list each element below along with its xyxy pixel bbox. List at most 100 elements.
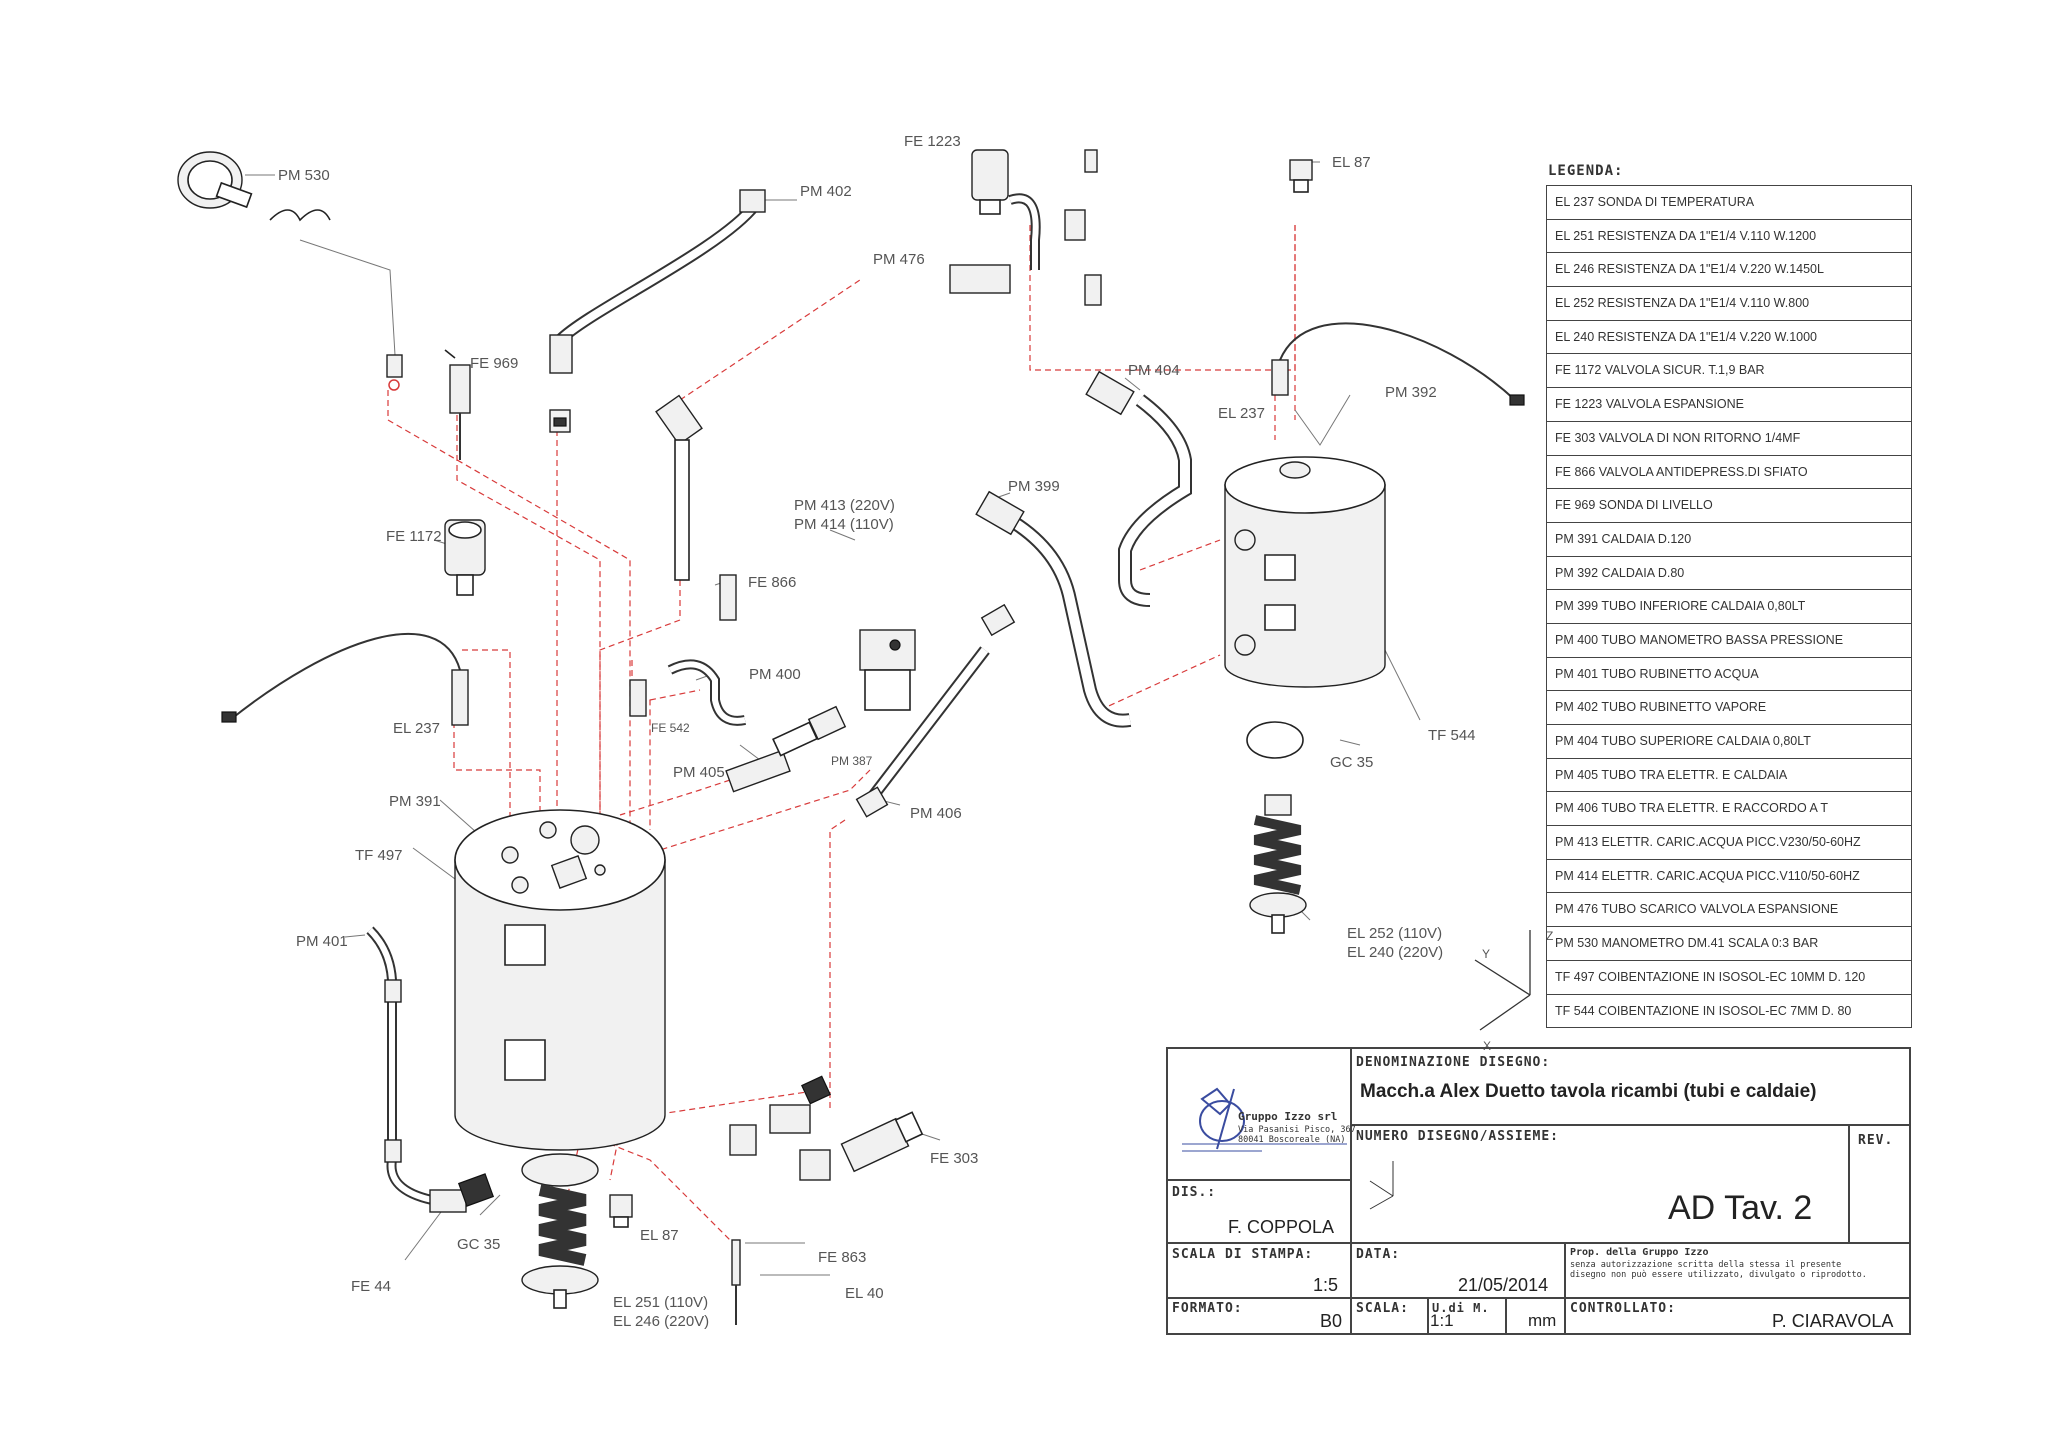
heater-el252: [1249, 794, 1307, 934]
formato: B0: [1320, 1311, 1343, 1331]
label-el87-top: EL 87: [1332, 154, 1371, 171]
rev-label: REV.: [1858, 1133, 1894, 1148]
prop-line-2: senza autorizzazione scritta della stess…: [1570, 1260, 1842, 1270]
scala-stampa-label: SCALA DI STAMPA:: [1172, 1247, 1314, 1262]
um: mm: [1528, 1311, 1557, 1330]
legend-item: EL 246 RESISTENZA DA 1"E1/4 V.220 W.1450…: [1547, 253, 1911, 288]
pipe-pm405: [725, 705, 847, 793]
label-pm414: PM 414 (110V): [794, 516, 894, 533]
designer: F. COPPOLA: [1228, 1217, 1335, 1237]
company-name: Gruppo Izzo srl: [1238, 1110, 1338, 1123]
legend-item: EL 240 RESISTENZA DA 1"E1/4 V.220 W.1000: [1547, 321, 1911, 355]
boiler-pm391: [454, 809, 666, 1151]
legend-item: FE 969 SONDA DI LIVELLO: [1547, 489, 1911, 523]
legend-item: EL 252 RESISTENZA DA 1"E1/4 V.110 W.800: [1547, 287, 1911, 321]
dis-label: DIS.:: [1172, 1185, 1217, 1200]
label-pm530: PM 530: [278, 167, 330, 184]
label-pm387: PM 387: [831, 754, 873, 768]
company-address-2: 80041 Boscoreale (NA): [1238, 1135, 1346, 1145]
legend-item: PM 530 MANOMETRO DM.41 SCALA 0:3 BAR: [1547, 927, 1911, 961]
controllato-label: CONTROLLATO:: [1570, 1301, 1676, 1316]
pipe-pm402: [549, 189, 766, 374]
probe-fe863: [731, 1239, 741, 1325]
heater-el251: [521, 1153, 599, 1309]
solenoid-pm413: [859, 629, 916, 711]
label-pm405: PM 405: [673, 764, 725, 781]
drawing-number: AD Tav. 2: [1668, 1189, 1813, 1227]
label-el251: EL 251 (110V): [613, 1294, 708, 1311]
label-pm399: PM 399: [1008, 478, 1060, 495]
legend-item: PM 476 TUBO SCARICO VALVOLA ESPANSIONE: [1547, 893, 1911, 928]
legend-title: LEGENDA:: [1548, 163, 1624, 179]
label-fe44: FE 44: [351, 1278, 391, 1295]
valve-fe1172: [444, 519, 486, 596]
valve-fe866: [719, 574, 737, 621]
denominazione-label: DENOMINAZIONE DISEGNO:: [1356, 1055, 1551, 1070]
axis-y-label: Y: [1482, 947, 1490, 961]
axis-z-label: Z: [1546, 929, 1553, 943]
legend-item: PM 402 TUBO RUBINETTO VAPORE: [1547, 691, 1911, 725]
legend-item: PM 405 TUBO TRA ELETTR. E CALDAIA: [1547, 759, 1911, 793]
label-gc35-right: GC 35: [1330, 754, 1373, 771]
axis-mini-icon: [1369, 1161, 1394, 1210]
legend-item: FE 866 VALVOLA ANTIDEPRESS.DI SFIATO: [1547, 456, 1911, 490]
label-fe863: FE 863: [818, 1249, 866, 1266]
pipe-pm401: [366, 926, 434, 1205]
valve-fe1223: [949, 149, 1102, 306]
label-el237-left: EL 237: [393, 720, 440, 737]
label-pm391: PM 391: [389, 793, 441, 810]
label-fe1172: FE 1172: [386, 528, 442, 545]
tee-fitting: [729, 1075, 831, 1181]
pipe-pm400: [629, 659, 746, 726]
label-gc35-left: GC 35: [457, 1236, 500, 1253]
um-label: U.di M.: [1432, 1301, 1490, 1315]
label-tf497: TF 497: [355, 847, 403, 864]
thermostat-el87-bottom: [609, 1194, 633, 1228]
axis-symbol: [1474, 930, 1531, 1031]
gauge-pm530: [177, 151, 403, 391]
label-fe303: FE 303: [930, 1150, 978, 1167]
legend-item: PM 391 CALDAIA D.120: [1547, 523, 1911, 557]
boiler-pm392: [1224, 456, 1386, 688]
label-pm404: PM 404: [1128, 362, 1180, 379]
axis-x-label: X: [1483, 1039, 1491, 1053]
label-fe969: FE 969: [470, 355, 518, 372]
legend-item: TF 497 COIBENTAZIONE IN ISOSOL-EC 10MM D…: [1547, 961, 1911, 995]
pipe-pm406: [855, 603, 1016, 818]
label-pm392: PM 392: [1385, 384, 1437, 401]
legend-item: EL 237 SONDA DI TEMPERATURA: [1547, 186, 1911, 220]
pipe-vertical: [655, 394, 703, 581]
label-pm413: PM 413 (220V): [794, 497, 895, 514]
label-el246: EL 246 (220V): [613, 1313, 709, 1330]
company-address-1: Via Pasanisi Pisco, 367: [1238, 1125, 1356, 1135]
thermostat-el87-top: [1289, 159, 1313, 193]
probe-el237-right: [1271, 322, 1525, 406]
legend-item: PM 399 TUBO INFERIORE CALDAIA 0,80LT: [1547, 590, 1911, 624]
formato-label: FORMATO:: [1172, 1301, 1243, 1316]
legend-item: PM 404 TUBO SUPERIORE CALDAIA 0,80LT: [1547, 725, 1911, 759]
label-fe542: FE 542: [651, 721, 690, 735]
numero-label: NUMERO DISEGNO/ASSIEME:: [1356, 1129, 1560, 1144]
legend-table: EL 237 SONDA DI TEMPERATURA EL 251 RESIS…: [1546, 185, 1912, 1029]
label-tf544: TF 544: [1428, 727, 1476, 744]
legend-item: PM 414 ELETTR. CARIC.ACQUA PICC.V110/50-…: [1547, 860, 1911, 894]
legend-item: PM 400 TUBO MANOMETRO BASSA PRESSIONE: [1547, 624, 1911, 658]
fitting-small: [549, 409, 571, 433]
label-el237-top: EL 237: [1218, 405, 1265, 422]
label-el240: EL 240 (220V): [1347, 944, 1443, 961]
legend-item: PM 392 CALDAIA D.80: [1547, 557, 1911, 591]
probe-fe969: [444, 349, 471, 460]
label-pm401: PM 401: [296, 933, 348, 950]
drawing-name: Macch.a Alex Duetto tavola ricambi (tubi…: [1360, 1081, 1817, 1102]
prop-line-3: disegno non può essere utilizzato, divul…: [1570, 1270, 1867, 1280]
label-el87-bottom: EL 87: [640, 1227, 679, 1244]
pipe-pm399: [975, 490, 1132, 728]
valve-fe303: [840, 1111, 924, 1173]
gasket-gc35-right: [1246, 721, 1304, 759]
label-el252: EL 252 (110V): [1347, 925, 1442, 942]
scala-stampa: 1:5: [1313, 1275, 1339, 1295]
label-el40: EL 40: [845, 1285, 884, 1302]
legend-item: PM 406 TUBO TRA ELETTR. E RACCORDO A T: [1547, 792, 1911, 827]
pipe-pm404: [1085, 370, 1192, 607]
